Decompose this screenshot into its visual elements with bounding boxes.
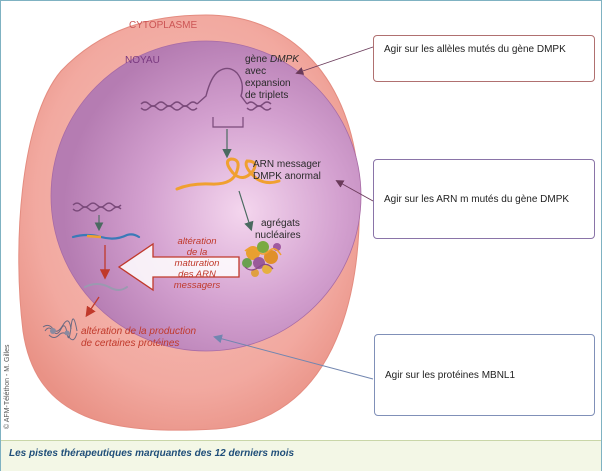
caption-bar: Les pistes thérapeutiques marquantes des… (1, 440, 601, 471)
callout-arn-text: Agir sur les ARN m mutés du gène DMPK (384, 193, 570, 205)
dm1-diagram: CYTOPLASME NOYAU gène DMPK avec expansio… (18, 14, 374, 431)
dmpk-gene-dna (140, 67, 272, 128)
svg-text:de certaines protéines: de certaines protéines (81, 338, 179, 349)
connector-proteines (213, 334, 374, 380)
svg-text:messagers: messagers (174, 280, 221, 291)
figure-caption: Les pistes thérapeutiques marquantes des… (9, 448, 295, 459)
gene-label-line2: avec (245, 66, 266, 77)
agregats-label-line1: agrégats (261, 218, 300, 229)
mature-mrna (84, 283, 128, 291)
pre-mrna-exon (86, 234, 102, 239)
callout-arn: Agir sur les ARN m mutés du gène DMPK (373, 159, 595, 239)
nuclear-aggregates (242, 241, 282, 277)
arn-label-line1: ARN messager (253, 159, 321, 170)
maturation-label: altération de la maturation des ARN mess… (174, 236, 221, 291)
normal-gene-dna (72, 202, 122, 212)
callout-proteines: Agir sur les protéines MBNL1 (374, 334, 595, 416)
agregats-label-line2: nucléaires (255, 230, 301, 241)
connector-alleles (295, 46, 374, 75)
svg-text:altération: altération (177, 236, 216, 247)
production-label: altération de la production de certaines… (81, 326, 197, 349)
callout-alleles: Agir sur les allèles mutés du gène DMPK (373, 35, 595, 82)
maturation-arrow (117, 242, 240, 292)
callout-alleles-text: Agir sur les allèles mutés du gène DMPK (384, 44, 566, 55)
callout-proteines-text: Agir sur les protéines MBNL1 (385, 369, 516, 381)
pre-mrna (71, 233, 141, 240)
gene-label-line4: de triplets (245, 90, 288, 101)
gene-label: gène DMPK (245, 54, 300, 65)
credit-text: © AFM-Téléthon - M. Gilles (4, 344, 11, 429)
noyau-label: NOYAU (125, 55, 160, 66)
svg-text:de la: de la (187, 247, 208, 258)
svg-text:des ARN: des ARN (178, 269, 216, 280)
nucleus (50, 40, 362, 352)
arrow-translation (85, 296, 100, 318)
svg-text:maturation: maturation (175, 258, 220, 269)
arn-label-line2: DMPK anormal (253, 171, 321, 182)
svg-text:altération de la production: altération de la production (81, 326, 197, 337)
cytoplasme-label: CYTOPLASME (129, 20, 197, 31)
abnormal-mrna (175, 157, 281, 191)
gene-label-line3: expansion (245, 78, 291, 89)
arrow-aggregation (238, 190, 254, 232)
connector-arn (335, 180, 374, 202)
proteins (42, 318, 78, 341)
